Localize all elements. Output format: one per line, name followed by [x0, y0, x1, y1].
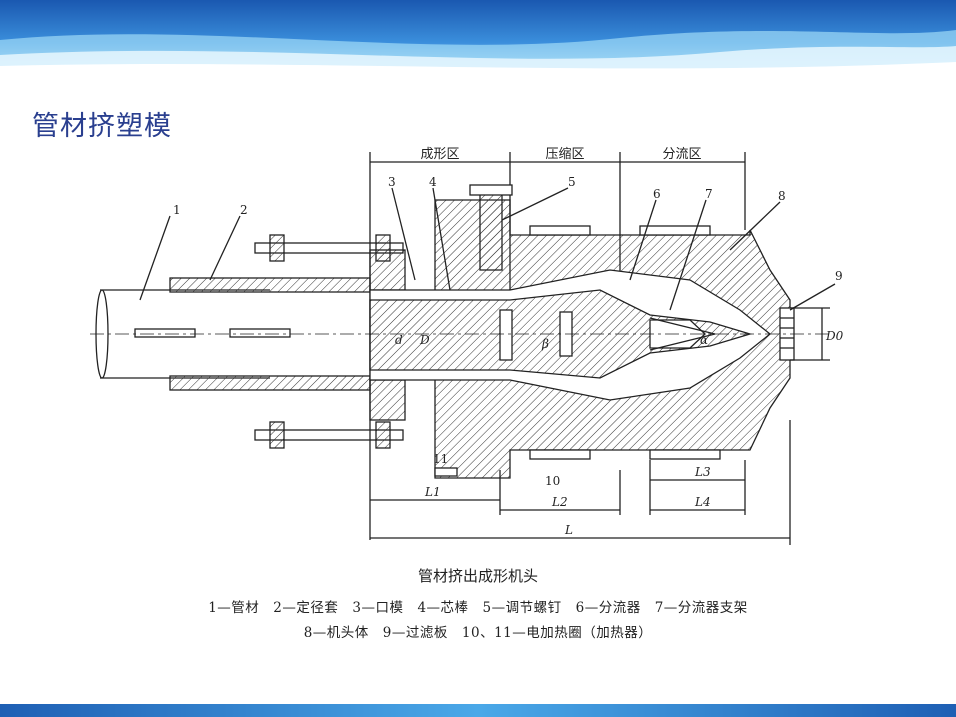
diagram-legend-line-1: 1—管材 2—定径套 3—口模 4—芯棒 5—调节螺钉 6—分流器 7—分流器支… — [208, 600, 748, 616]
dim-L3-label: L3 — [694, 465, 711, 479]
diagram-caption-title: 管材挤出成形机头 — [417, 567, 538, 585]
part-number-4: 4 — [429, 175, 437, 189]
part-number-1: 1 — [173, 203, 181, 217]
zone-forming-label: 成形区 — [420, 147, 459, 162]
footer-bar — [0, 704, 956, 717]
dim-d-label: d — [395, 333, 403, 347]
angle-beta-label: β — [541, 337, 549, 351]
dim-L4-label: L4 — [694, 495, 711, 509]
part-number-11: 11 — [433, 452, 448, 466]
zone-diverging-label: 分流区 — [662, 147, 701, 162]
part-number-5: 5 — [568, 175, 576, 189]
part-number-3: 3 — [388, 175, 396, 189]
diagram-legend-line-2: 8—机头体 9—过滤板 10、11—电加热圈（加热器） — [303, 625, 653, 641]
dim-L-label: L — [564, 523, 573, 537]
header-banner — [0, 0, 956, 78]
part-number-9: 9 — [835, 269, 843, 283]
part-number-6: 6 — [653, 187, 661, 201]
dim-L1-label: L1 — [424, 485, 441, 499]
part-number-10: 10 — [545, 474, 560, 488]
dim-D0-label: D0 — [825, 329, 844, 343]
part-number-2: 2 — [240, 203, 248, 217]
part-number-8: 8 — [778, 189, 786, 203]
dim-D-label: D — [419, 333, 430, 347]
zone-compression-label: 压缩区 — [545, 146, 584, 162]
angle-alpha-label: α — [700, 333, 708, 347]
part-number-7: 7 — [705, 187, 713, 201]
dim-L2-label: L2 — [551, 495, 568, 509]
extrusion-die-diagram: 成形区 压缩区 分流区 1 2 3 4 5 6 7 8 9 10 11 d D … — [90, 146, 844, 545]
slide-title: 管材挤塑模 — [32, 111, 172, 142]
